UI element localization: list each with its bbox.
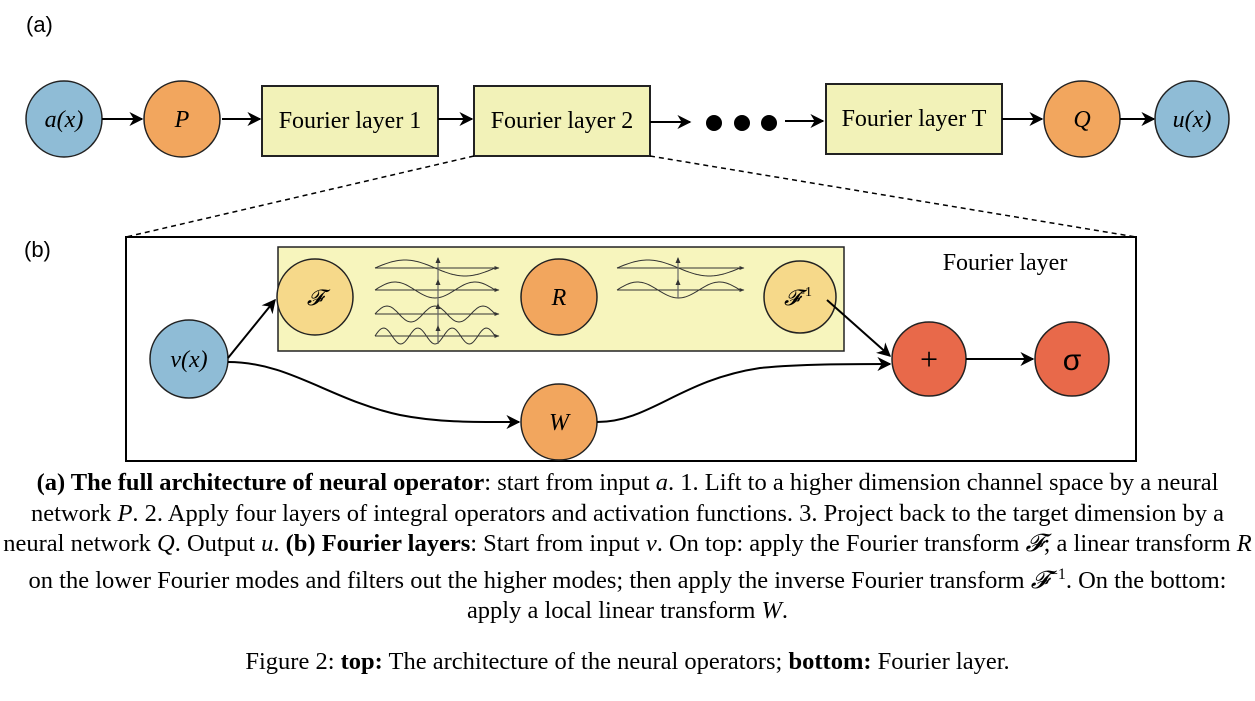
- arrow-v-to-f: [227, 298, 276, 359]
- fourier-layer-2-box: [473, 85, 651, 157]
- panel-label-a: (a): [26, 12, 53, 37]
- caption-var-v: v: [645, 530, 657, 557]
- fourier-layer-title: Fourier layer: [943, 250, 1068, 276]
- mode-wave: [374, 281, 496, 299]
- figure-caption-top-label: top:: [340, 648, 383, 675]
- node-w-label: W: [549, 410, 571, 436]
- mode-wave: [374, 327, 496, 345]
- mode-axis-tip: [675, 257, 681, 263]
- zoom-line-right: [649, 155, 1137, 238]
- node-q-label: Q: [1073, 107, 1090, 133]
- ellipsis-dot-1: [706, 115, 722, 131]
- mode-axis-tip: [675, 279, 681, 285]
- caption-a-heading: (a) The full architecture of neural oper…: [36, 469, 485, 496]
- node-p-label: P: [174, 107, 190, 133]
- figure-caption-prefix: Figure 2:: [245, 648, 341, 675]
- node-inverse-fourier-transform: [763, 260, 837, 334]
- zoom-line-left: [125, 155, 475, 238]
- caption-b-heading: (b) Fourier layers: [285, 530, 471, 557]
- caption-text: . 1. Lift to a higher dimension channel …: [31, 469, 1219, 527]
- caption-text: . Output: [174, 530, 262, 557]
- node-r: [520, 258, 598, 336]
- caption-var-u: u: [261, 530, 274, 557]
- arrow-finv-to-plus: [826, 299, 892, 357]
- caption-var-finv-sup: −1: [1048, 565, 1066, 583]
- node-u-x: [1154, 80, 1230, 158]
- figure-caption-bottom-label: bottom:: [788, 648, 872, 675]
- fourier-layer-detail: Fourier layer v(x) 𝓕 R 𝓕-1 W + σ: [125, 236, 1137, 462]
- mode-wave: [374, 259, 496, 277]
- mode-axis-tip: [435, 257, 441, 263]
- node-sigma-label: σ: [1063, 344, 1082, 377]
- mode-axis-tip: [435, 303, 441, 309]
- node-r-label: R: [551, 285, 567, 311]
- top-pipeline: a(x) P Fourier layer 1 Fourier layer 2 F…: [25, 80, 1230, 158]
- caption-text: : start from input: [484, 469, 656, 496]
- caption-var-finv: 𝓕: [1030, 566, 1049, 594]
- caption-text: .: [273, 530, 286, 557]
- caption-var-w: W: [761, 597, 782, 625]
- fourier-modes-before: [374, 257, 500, 345]
- caption-text: ; a linear transform: [1043, 530, 1237, 557]
- node-a-x-label: a(x): [45, 107, 84, 133]
- caption-var-r: R: [1236, 530, 1252, 557]
- node-v-x-label: v(x): [170, 347, 207, 373]
- mode-axis-tip: [435, 325, 441, 331]
- caption-text: .: [781, 597, 789, 625]
- caption-text: on the lower Fourier modes and filters o…: [28, 566, 1031, 594]
- ellipsis-dot-3: [761, 115, 777, 131]
- caption-var-f: 𝓕: [1025, 530, 1044, 557]
- node-u-x-label: u(x): [1173, 107, 1212, 133]
- figure-caption-bottom-text: Fourier layer.: [871, 648, 1010, 675]
- caption-text: . On the bottom: apply a local linear tr…: [466, 566, 1227, 625]
- arrow-v-to-w: [227, 361, 521, 430]
- figure-caption-top-text: The architecture of the neural operators…: [382, 648, 789, 675]
- arrow-w-to-plus: [596, 357, 892, 423]
- caption-var-q: Q: [156, 530, 175, 557]
- node-sigma: [1034, 321, 1110, 397]
- neural-operator-diagram: (a) (b) a(x) P Fourier layer 1 Fourier l…: [24, 12, 1230, 462]
- mode-wave: [374, 305, 496, 323]
- caption-body: (a) The full architecture of neural oper…: [0, 468, 1255, 627]
- fourier-layer-t-label: Fourier layer T: [842, 106, 987, 132]
- caption-text: . 2. Apply four layers of integral opera…: [3, 499, 1224, 558]
- caption-text: : Start from input: [470, 530, 646, 557]
- node-v-x: [149, 319, 229, 399]
- panel-label-b: (b): [24, 237, 51, 262]
- fourier-layer-2-label: Fourier layer 2: [491, 108, 634, 134]
- fourier-layer-1-label: Fourier layer 1: [279, 108, 422, 134]
- fourier-modes-after: [616, 257, 745, 299]
- figure-caption: Figure 2: top: The architecture of the n…: [0, 647, 1255, 678]
- mode-axis-tip: [435, 279, 441, 285]
- ellipsis-dot-2: [734, 115, 750, 131]
- fourier-layer-1-box: [261, 85, 439, 157]
- node-p: [143, 80, 221, 158]
- caption-text: . On top: apply the Fourier transform: [656, 530, 1026, 557]
- node-plus-label: +: [920, 341, 938, 377]
- caption-var-a: a: [655, 469, 669, 496]
- caption-var-p: P: [117, 499, 133, 527]
- node-fourier-transform: [276, 258, 354, 336]
